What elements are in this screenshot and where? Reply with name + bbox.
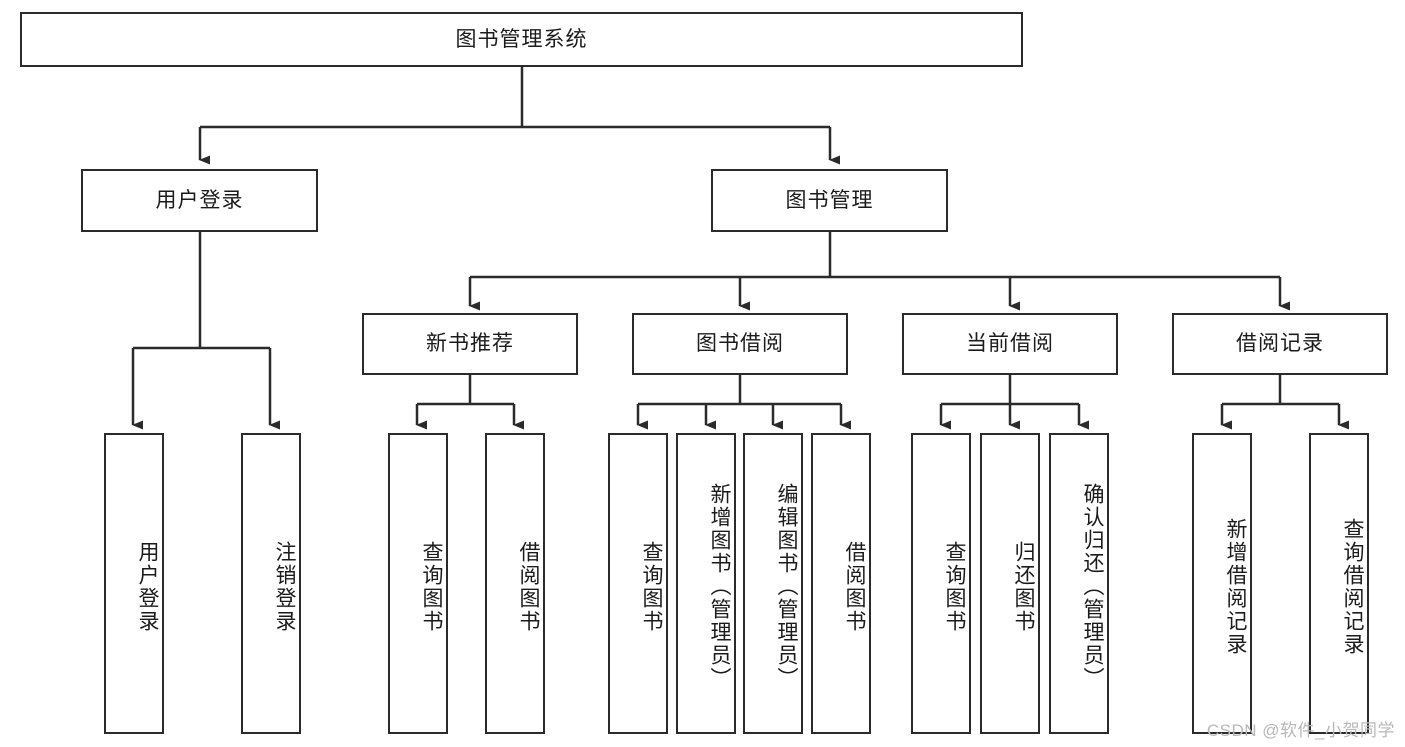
node-book-manage-label: 图书管理 (785, 188, 874, 212)
node-user-login-label: 用户登录 (155, 188, 244, 212)
node-leaf-query-record[interactable]: 查询借阅记录 (1309, 433, 1369, 734)
node-borrow-record-label: 借阅记录 (1236, 332, 1324, 356)
node-leaf-user-login[interactable]: 用户登录 (104, 433, 164, 734)
node-leaf-query-book-1-label: 查询图书 (420, 540, 443, 633)
node-leaf-query-book-2[interactable]: 查询图书 (608, 433, 668, 734)
node-new-book-rec[interactable]: 新书推荐 (362, 313, 578, 375)
node-leaf-user-login-label: 用户登录 (136, 540, 159, 633)
node-leaf-return-book-label: 归还图书 (1012, 540, 1035, 633)
node-borrow-record[interactable]: 借阅记录 (1172, 313, 1388, 375)
node-leaf-return-book[interactable]: 归还图书 (980, 433, 1040, 734)
node-leaf-logout[interactable]: 注销登录 (241, 433, 301, 734)
node-leaf-confirm-return[interactable]: 确认归还（管理员） (1049, 433, 1109, 734)
node-leaf-add-book[interactable]: 新增图书（管理员） (676, 433, 736, 734)
watermark-text: CSDN @软件_小贺同学 (1206, 721, 1395, 740)
node-current-borrow-label: 当前借阅 (966, 332, 1054, 356)
node-leaf-query-book-3-label: 查询图书 (943, 540, 966, 633)
node-leaf-edit-book[interactable]: 编辑图书（管理员） (743, 433, 803, 734)
node-root-label: 图书管理系统 (455, 27, 588, 51)
node-leaf-query-book-1[interactable]: 查询图书 (388, 433, 448, 734)
node-book-borrow-label: 图书借阅 (696, 332, 784, 356)
node-book-borrow[interactable]: 图书借阅 (632, 313, 848, 375)
node-leaf-query-record-label: 查询借阅记录 (1341, 517, 1364, 656)
node-leaf-add-record[interactable]: 新增借阅记录 (1192, 433, 1252, 734)
node-leaf-add-record-label: 新增借阅记录 (1224, 517, 1247, 656)
node-leaf-add-book-label: 新增图书（管理员） (708, 483, 731, 690)
node-leaf-borrow-book-1[interactable]: 借阅图书 (485, 433, 545, 734)
node-root[interactable]: 图书管理系统 (20, 12, 1023, 67)
node-leaf-confirm-return-label: 确认归还（管理员） (1081, 483, 1104, 690)
node-leaf-edit-book-label: 编辑图书（管理员） (775, 483, 798, 690)
node-leaf-borrow-book-1-label: 借阅图书 (517, 540, 540, 633)
node-leaf-logout-label: 注销登录 (273, 540, 296, 633)
node-leaf-query-book-2-label: 查询图书 (640, 540, 663, 633)
node-book-manage[interactable]: 图书管理 (711, 169, 948, 232)
node-leaf-borrow-book-2[interactable]: 借阅图书 (811, 433, 871, 734)
node-current-borrow[interactable]: 当前借阅 (902, 313, 1118, 375)
node-leaf-borrow-book-2-label: 借阅图书 (843, 540, 866, 633)
node-user-login[interactable]: 用户登录 (81, 169, 318, 232)
node-new-book-rec-label: 新书推荐 (426, 332, 514, 356)
node-leaf-query-book-3[interactable]: 查询图书 (911, 433, 971, 734)
